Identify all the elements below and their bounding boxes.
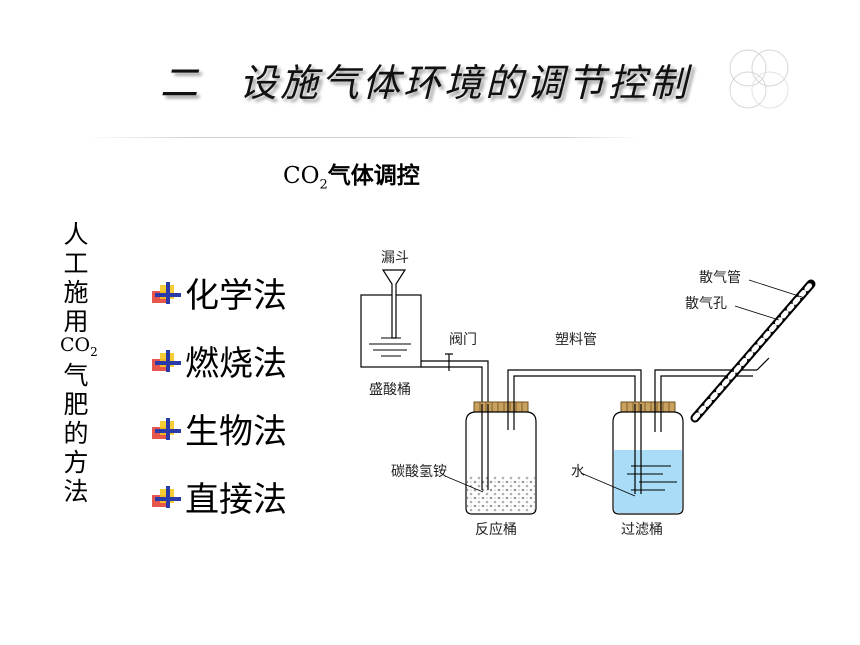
side-char: 工 (63, 249, 89, 278)
decorative-rings (729, 49, 789, 109)
methods-list: 化学法 燃烧法 生物法 直接法 (150, 258, 287, 530)
water-lines (627, 465, 677, 491)
label-diffuser-tube: 散气管 (699, 270, 741, 286)
side-co2: CO2 (60, 334, 98, 361)
side-char: 人 (63, 220, 89, 249)
side-co2-sub: 2 (90, 344, 98, 359)
label-reaction-bucket: 反应桶 (475, 521, 517, 538)
acid-bucket (360, 294, 422, 368)
filter-bucket-cap (620, 401, 676, 413)
label-water: 水 (571, 464, 585, 480)
method-label: 生物法 (185, 411, 287, 452)
label-acid-bucket: 盛酸桶 (369, 382, 411, 398)
method-item: 化学法 (150, 258, 287, 326)
method-label: 化学法 (185, 275, 287, 316)
label-plastic-tube: 塑料管 (555, 332, 597, 348)
method-label: 直接法 (185, 479, 287, 520)
ammonium-bicarbonate-fill (467, 476, 535, 513)
subtitle-co2-sub: 2 (319, 177, 328, 193)
side-char: 的 (63, 418, 89, 448)
diffuser-tube (690, 279, 816, 423)
method-item: 生物法 (150, 394, 287, 462)
bullet-icon (152, 350, 181, 372)
side-char: 施 (63, 278, 89, 307)
section-subtitle: CO2气体调控 (283, 156, 420, 193)
title-number: 二 (160, 61, 202, 105)
label-valve: 阀门 (449, 332, 477, 348)
label-filter-bucket: 过滤桶 (621, 522, 663, 538)
funnel-icon (381, 269, 407, 339)
bullet-icon (152, 486, 181, 508)
acid-liquid-lines (369, 337, 411, 357)
side-char: 法 (63, 476, 89, 506)
title-text: 设施气体环境的调节控制 (239, 61, 691, 105)
label-ammonium-bicarbonate: 碳酸氢铵 (391, 464, 447, 480)
subtitle-co: CO (283, 163, 320, 189)
vertical-side-label: 人 工 施 用 CO2 气 肥 的 方 法 (60, 220, 98, 506)
slide-title: 二设施气体环境的调节控制 (160, 52, 690, 107)
valve-icon (445, 353, 453, 371)
title-divider (86, 137, 641, 138)
side-char: 气 (63, 360, 89, 390)
side-char: 用 (63, 307, 89, 336)
outlet-tube (421, 360, 489, 404)
method-item: 燃烧法 (150, 326, 287, 394)
bullet-icon (152, 282, 181, 304)
side-co: CO (60, 334, 91, 356)
bullet-icon (152, 418, 181, 440)
method-item: 直接法 (150, 462, 287, 530)
side-char: 方 (63, 447, 89, 477)
water-fill (614, 450, 682, 513)
label-diffuser-hole: 散气孔 (685, 296, 727, 312)
label-funnel: 漏斗 (381, 250, 409, 266)
subtitle-text: 气体调控 (327, 163, 420, 189)
co2-apparatus-diagram: 漏斗 阀门 盛酸桶 塑料管 碳酸氢铵 反应桶 (360, 250, 816, 538)
side-char: 肥 (63, 389, 89, 419)
method-label: 燃烧法 (185, 343, 287, 384)
